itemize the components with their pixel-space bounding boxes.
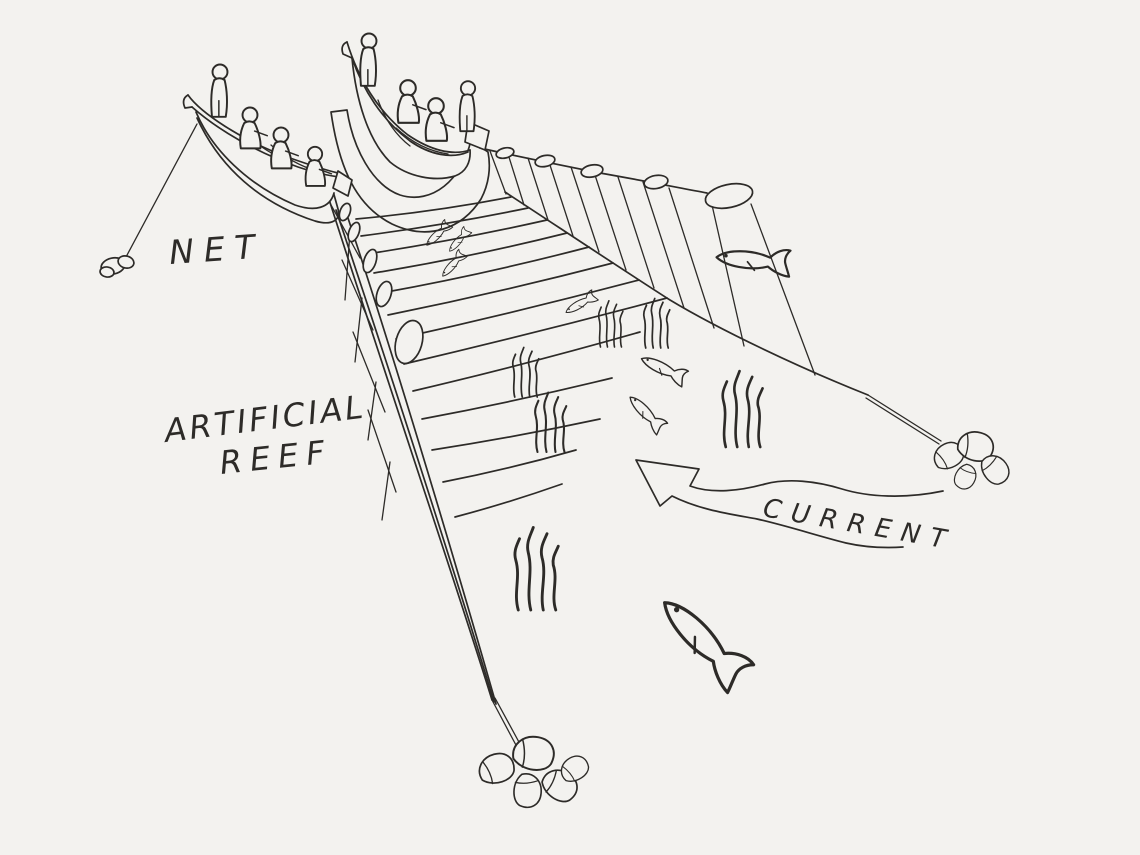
left-boat-bow-tip [182,94,193,109]
bottom-rock-cluster [474,732,594,810]
seaweed [513,526,560,612]
fisherman-seated [396,79,428,124]
right-boat-bow-tip [341,41,353,59]
float-buoy [643,174,669,190]
seaweed [511,346,540,398]
seaweed-group [511,297,764,612]
labels: NET ARTIFICIAL REEF [160,226,368,482]
right-rock-cluster [929,427,1015,494]
float-buoy [338,202,352,222]
fish [562,288,599,318]
seaweed [721,369,764,449]
left-wall-rope-middle [335,209,495,703]
label-current: CURRENT [761,493,958,556]
artificial-reef-structure [326,146,869,705]
fisherman-standing [458,80,477,133]
right-wall-hanging-lines [489,150,816,376]
rock [474,749,518,788]
left-boat-hull-side [195,111,335,210]
reef-left-wall [326,192,497,705]
rope-to-right-rocks [865,394,942,445]
left-wall-float-buoys [338,202,424,365]
float-buoy [375,280,393,308]
float-buoy [347,221,361,243]
fish [437,248,468,280]
label-net: NET [168,226,266,272]
left-wall-float-rope [343,205,497,705]
fisherman-standing [210,63,229,118]
left-anchor-rope [125,123,198,258]
float-buoy [534,154,556,168]
seaweed [534,391,568,454]
fish [637,349,690,388]
left-wall-cross-bracing [329,202,397,521]
float-buoy [362,248,378,274]
seaweed [642,297,671,349]
left-boat-stern-cap [332,170,353,197]
fisherman-seated [239,106,269,150]
float-buoy-large [394,319,424,365]
right-boat-interior-lines [377,99,449,155]
anchors [99,123,1015,810]
left-anchor-float [99,255,135,278]
net-mesh-main-bag [330,109,491,233]
right-boat-hull-side [351,57,471,180]
left-wall-rope-outer [326,192,493,701]
right-boat-hull-fill [347,42,471,179]
float-buoy [495,146,515,160]
right-wall-float-buoys [495,146,754,210]
fisherman-standing [359,32,378,87]
fisherman-seated [424,97,456,142]
rock [511,772,544,810]
rope-to-bottom-rocks [491,697,521,748]
fish-large [650,586,757,695]
fish [624,390,669,436]
float-buoy [580,163,604,179]
reef-right-wall [479,146,869,396]
fish-group [422,218,793,695]
left-boat [182,94,353,210]
reef-floor-lines [355,196,668,518]
current-arrow-outline [635,459,944,549]
right-boat-gunwale-top [346,41,471,154]
right-wall-bottom-edge [504,191,869,396]
current-arrow: CURRENT [635,459,958,557]
float-buoy-large [704,182,754,210]
